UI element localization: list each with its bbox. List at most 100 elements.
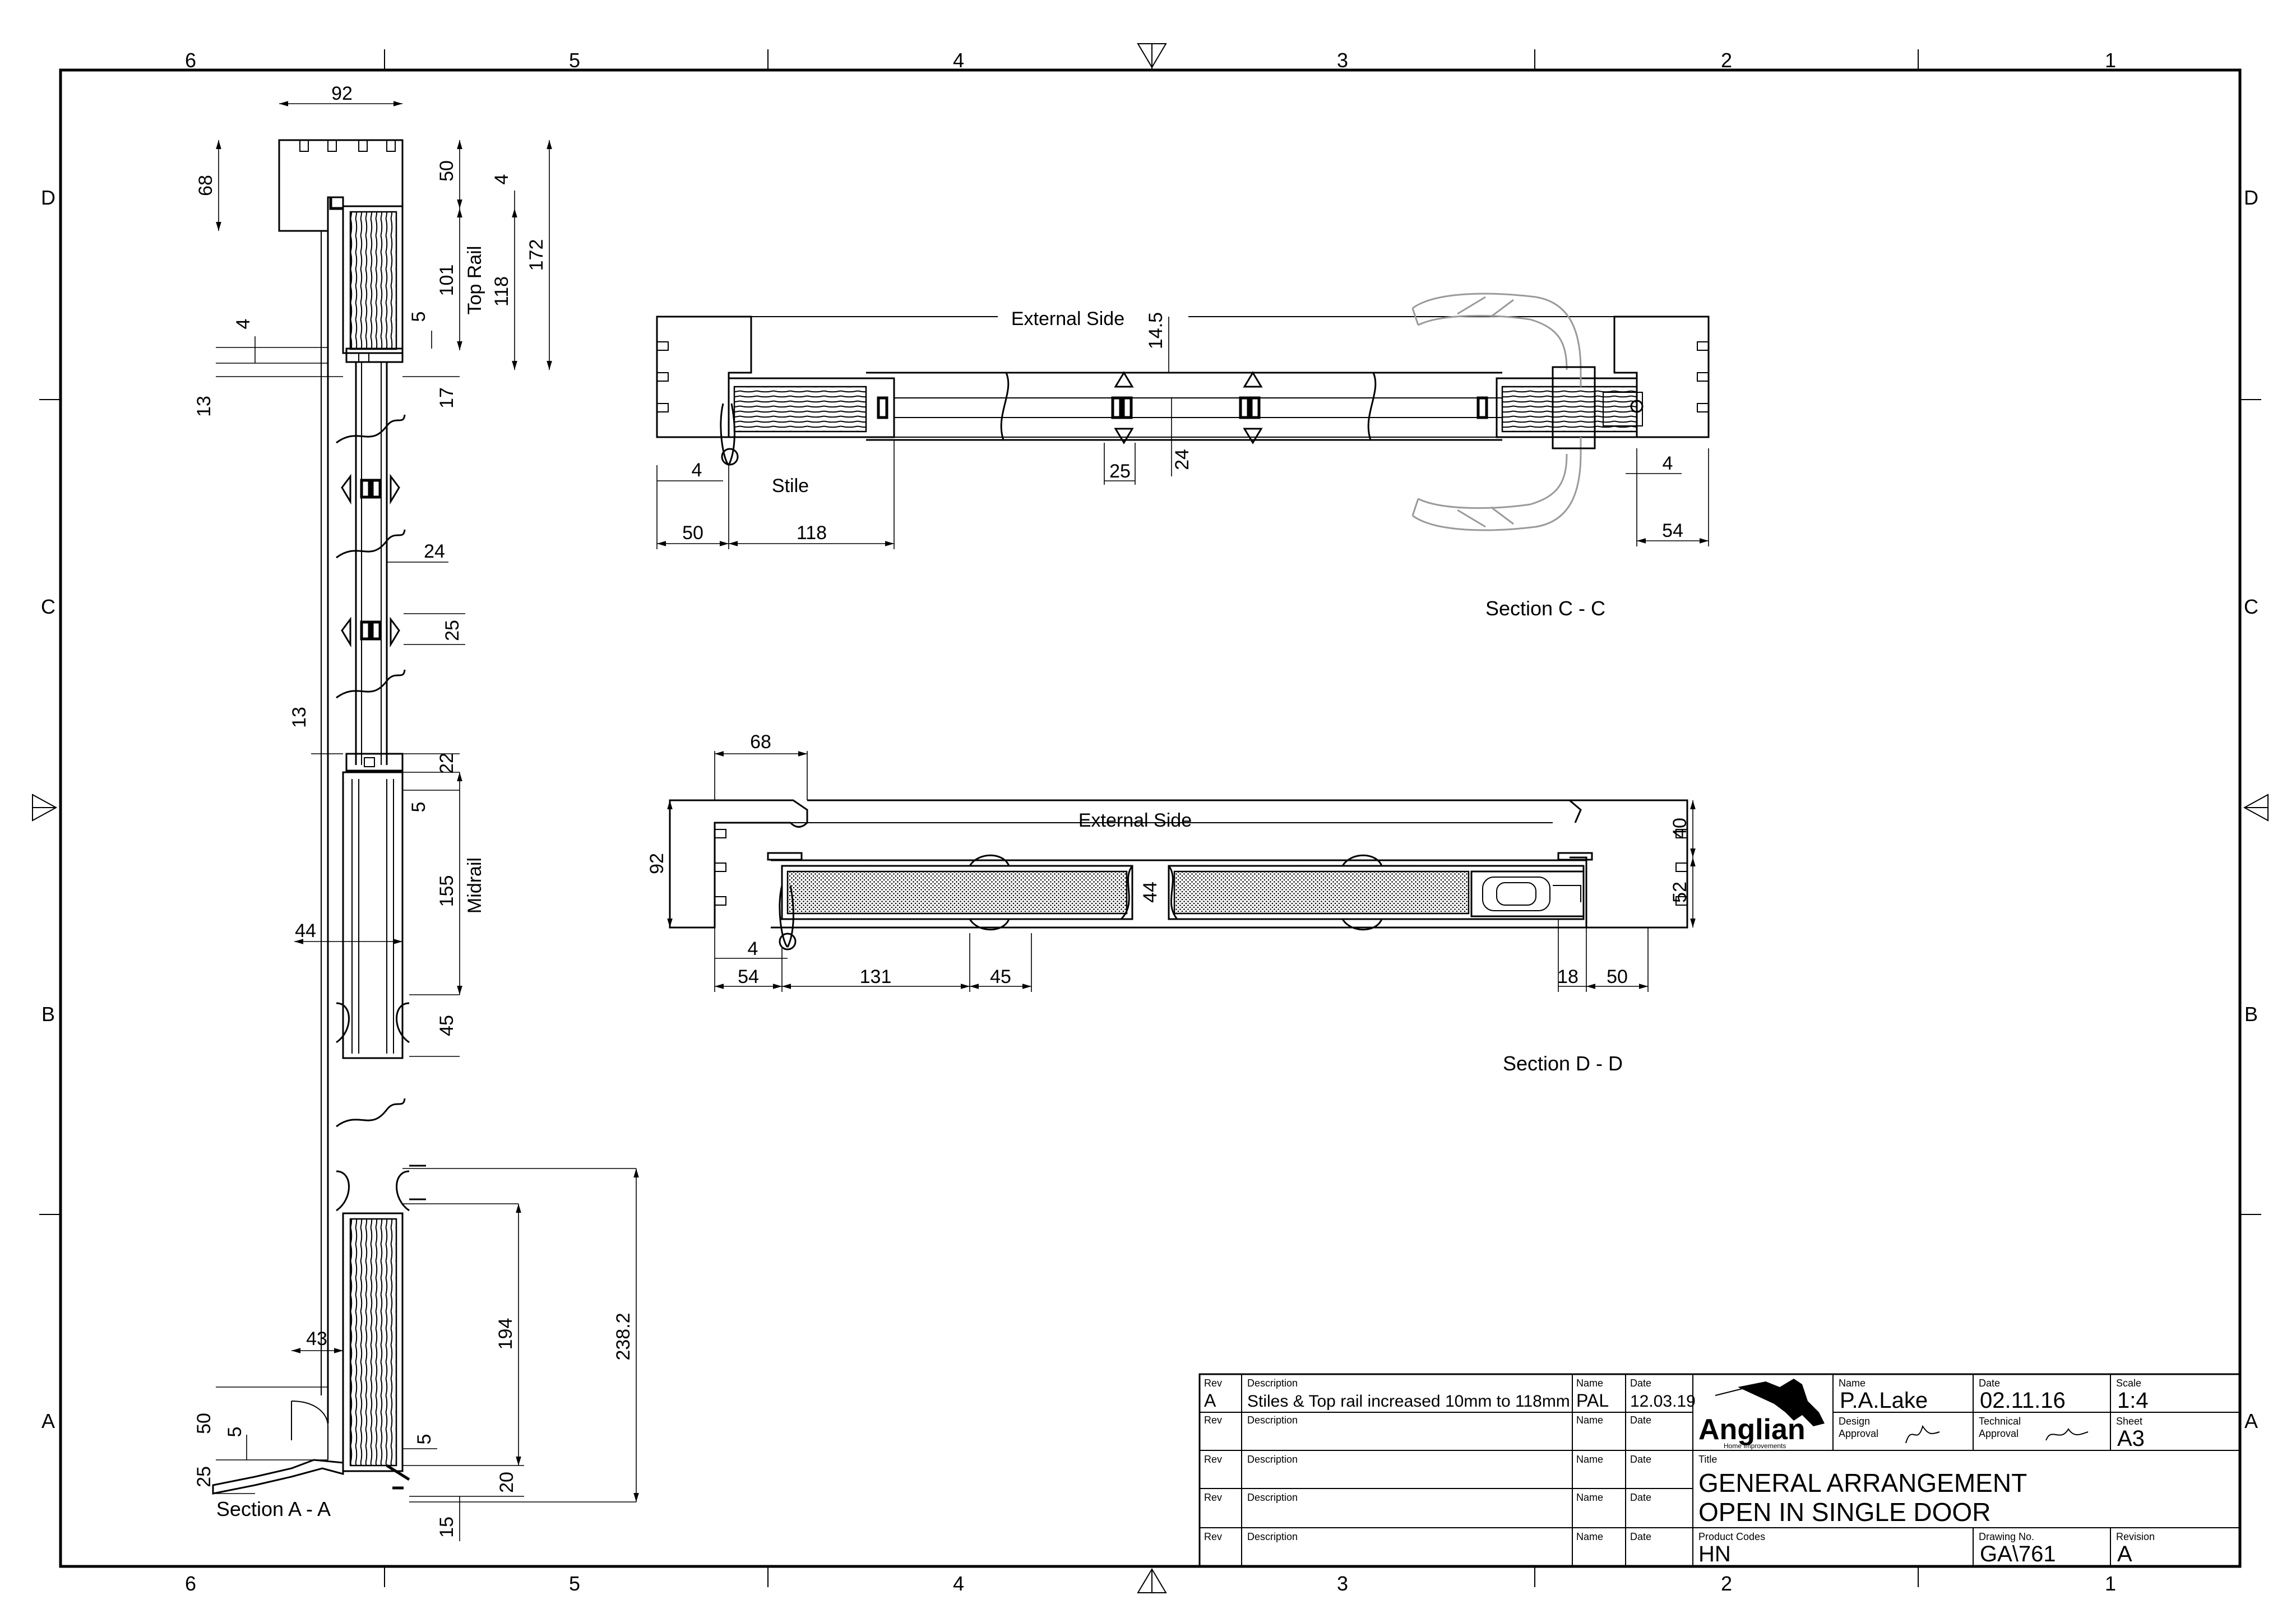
label-stile: Stile (772, 475, 809, 497)
rev-header-1: Rev (1204, 1378, 1222, 1389)
dim-aa-24: 24 (424, 541, 445, 562)
dim-dd-52: 52 (1669, 882, 1691, 903)
dim-dd-50: 50 (1607, 966, 1628, 987)
dim-aa-194: 194 (495, 1318, 516, 1350)
date-header-5: Date (1630, 1531, 1651, 1542)
dim-aa-68: 68 (195, 175, 216, 196)
section-a-a (212, 139, 426, 1495)
dim-dd-44: 44 (1140, 882, 1161, 903)
zone-top-3: 3 (1337, 49, 1348, 72)
rev-a-name: PAL (1576, 1390, 1609, 1411)
dim-cc-4: 4 (692, 460, 702, 481)
name-label: Name (1839, 1378, 1866, 1389)
sheet-value: A3 (2117, 1426, 2145, 1451)
dim-dd-45: 45 (990, 966, 1011, 987)
dim-cc-25: 25 (1109, 461, 1131, 482)
dim-cc-4-right: 4 (1663, 453, 1673, 474)
top-rail-hatch (349, 211, 397, 350)
design-label-1: Design (1839, 1416, 1870, 1427)
label-midrail: Midrail (464, 857, 485, 913)
dim-aa-4a: 4 (233, 319, 254, 330)
zone-top-2: 2 (1721, 49, 1732, 72)
dim-aa-44: 44 (295, 920, 316, 942)
scale-label: Scale (2116, 1378, 2141, 1389)
scale-value: 1:4 (2117, 1388, 2149, 1413)
design-approval-signature (1905, 1425, 1940, 1444)
sheet-label: Sheet (2116, 1416, 2142, 1427)
dim-aa-5a: 5 (408, 312, 429, 322)
section-c-c (656, 293, 1710, 531)
title-line-2: OPEN IN SINGLE DOOR (1698, 1497, 1991, 1527)
zone-bottom-6: 6 (185, 1572, 196, 1595)
dim-aa-50-bottom: 50 (193, 1413, 215, 1434)
zone-top-6: 6 (185, 49, 196, 72)
dim-aa-238: 238.2 (613, 1313, 634, 1360)
date-label: Date (1979, 1378, 2000, 1389)
glazing-bar-cc-2 (1239, 371, 1263, 444)
zone-right-b: B (2244, 1003, 2258, 1026)
panel-right (1173, 870, 1470, 915)
name-header-3: Name (1576, 1454, 1603, 1465)
dim-aa-25: 25 (442, 620, 463, 641)
section-c-c-dimensions: External Side 14.5 50 118 4 Stile 25 24 … (656, 308, 1709, 620)
name-header-2: Name (1576, 1415, 1603, 1426)
stile-right-hatch (1501, 386, 1638, 433)
date-header-2: Date (1630, 1415, 1651, 1426)
dim-aa-5c: 5 (224, 1427, 246, 1437)
title-line-1: GENERAL ARRANGEMENT (1698, 1468, 2027, 1497)
zone-bottom-1: 1 (2105, 1572, 2116, 1595)
rev-header-5: Rev (1204, 1531, 1222, 1542)
rev-header-3: Rev (1204, 1454, 1222, 1465)
title-block: Rev Description Name Date Rev Descriptio… (1198, 1373, 2241, 1568)
dim-aa-4-top: 4 (491, 174, 512, 185)
section-a-a-caption: Section A - A (216, 1497, 331, 1520)
rev-header-2: Rev (1204, 1415, 1222, 1426)
zone-top-4: 4 (953, 49, 964, 72)
date-header-4: Date (1630, 1492, 1651, 1503)
label-top-rail: Top Rail (464, 246, 485, 315)
zone-left-a: A (41, 1409, 55, 1432)
dim-cc-54: 54 (1662, 520, 1683, 541)
dim-dd-92: 92 (646, 853, 668, 874)
dim-dd-40: 40 (1669, 818, 1691, 839)
section-d-d-dimensions: 68 92 External Side 44 4 54 131 45 18 50… (646, 731, 1696, 1075)
dim-aa-50-top: 50 (436, 160, 457, 182)
name-header-4: Name (1576, 1492, 1603, 1503)
dim-aa-45: 45 (436, 1015, 457, 1036)
technical-label-1: Technical (1979, 1416, 2021, 1427)
zone-left-b: B (41, 1003, 55, 1026)
dim-aa-15: 15 (436, 1517, 457, 1538)
zone-bottom-2: 2 (1721, 1572, 1732, 1595)
zone-right-a: A (2244, 1409, 2258, 1432)
zone-right-c: C (2244, 595, 2258, 618)
zone-bottom-3: 3 (1337, 1572, 1348, 1595)
technical-approval-signature (2045, 1428, 2089, 1441)
dim-aa-13a: 13 (193, 396, 215, 417)
date-value: 02.11.16 (1980, 1388, 2066, 1413)
section-d-d (669, 799, 1688, 950)
dim-cc-14-5: 14.5 (1145, 312, 1166, 349)
zone-bottom-4: 4 (953, 1572, 964, 1595)
dim-dd-54: 54 (738, 966, 759, 987)
dim-aa-155: 155 (436, 875, 457, 907)
dim-aa-43: 43 (306, 1328, 327, 1350)
bottom-rail-hatch (349, 1218, 397, 1467)
dim-aa-92: 92 (331, 83, 353, 104)
desc-header-5: Description (1247, 1531, 1298, 1542)
stile-left-hatch (733, 386, 867, 433)
dim-aa-13b: 13 (289, 707, 310, 728)
desc-header-1: Description (1247, 1378, 1298, 1389)
desc-header-2: Description (1247, 1415, 1298, 1426)
rev-header-4: Rev (1204, 1492, 1222, 1503)
dim-aa-20: 20 (496, 1472, 517, 1493)
dim-cc-118: 118 (797, 522, 827, 544)
dim-aa-22: 22 (436, 753, 457, 774)
section-a-a-dimensions: 92 68 50 4 172 101 Top Rail 118 4 5 13 1… (193, 83, 639, 1541)
door-handle (1411, 293, 1644, 531)
desc-header-4: Description (1247, 1492, 1298, 1503)
dim-cc-50: 50 (682, 522, 703, 544)
midrail (342, 771, 404, 1059)
zone-labels: 6 5 4 3 2 1 6 5 4 3 2 1 D C B A D C B A (41, 49, 2258, 1595)
design-label-2: Approval (1839, 1428, 1878, 1439)
